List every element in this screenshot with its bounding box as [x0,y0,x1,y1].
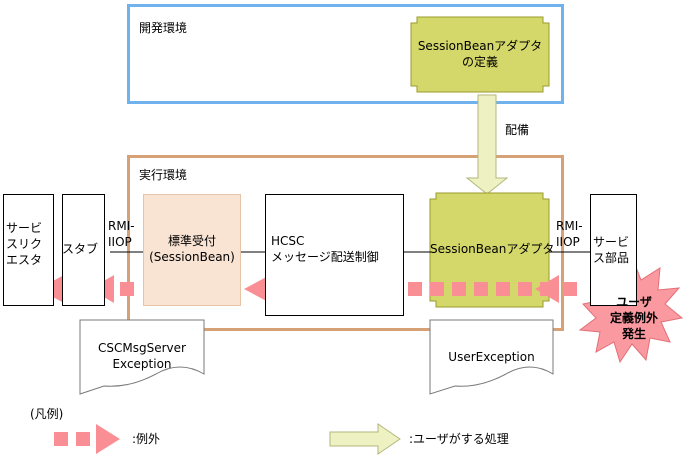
cscmsg-exception-label: CSCMsgServer Exception [98,341,186,371]
hcsc-control-label: HCSC メッセージ配送制御 [271,234,379,264]
user-exception-burst-label: ユーザ 定義例外 発生 [609,295,658,341]
deploy-arrow [465,94,509,195]
standard-receiver-label: 標準受付 (SessionBean) [149,234,235,264]
sessionbean-adapter-label: SessionBeanアダプタ [430,242,555,256]
userexception-document-shape [429,319,554,395]
hcsc-control-box [265,194,404,316]
service-part-box [590,194,637,306]
legend-user-process-label: :ユーザがする処理 [409,432,509,446]
rmi-iiop-right-label: RMI- IIOP [556,219,583,249]
legend-user-arrow [329,423,401,455]
service-cluster-label: サービ スリク エスタ [6,221,43,267]
sessionbean-adapter-shape [429,192,550,308]
runtime-environment-label: 実行環境 [139,168,188,182]
deploy-label: 配備 [505,123,530,137]
standard-receiver-box [143,194,241,306]
service-cluster-box [3,194,54,306]
service-part-label: サービ ス部品 [593,235,630,265]
development-environment-frame [127,4,564,104]
user-exception-label: UserException [448,350,535,364]
rmi-iiop-left-label: RMI- IIOP [108,219,135,249]
adapter-definition-label: SessionBeanアダプタ の定義 [417,39,543,69]
legend-exception-label: :例外 [132,432,161,446]
stub-label: スタブ [62,242,99,256]
runtime-environment-frame [127,155,564,331]
adapter-definition-shape [410,16,550,93]
stub-box [62,194,105,306]
development-environment-label: 開発環境 [139,21,188,35]
cscmsg-document-shape [79,319,205,395]
legend-title: (凡例) [30,407,64,421]
